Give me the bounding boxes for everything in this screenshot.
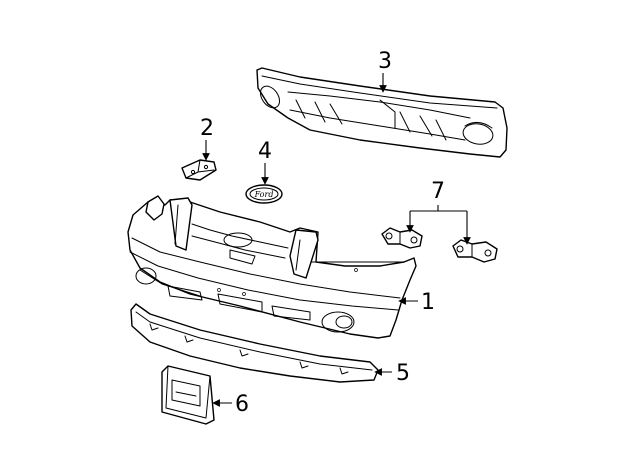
callout-2: 2: [200, 116, 214, 141]
bumper-cover-part: [127, 195, 417, 339]
callout-5: 5: [396, 361, 410, 386]
callout-1: 1: [421, 290, 435, 315]
callout-3: 3: [378, 49, 392, 74]
callout-4: 4: [258, 139, 272, 164]
license-plate-bracket-part: [161, 365, 215, 425]
callout-7: 7: [431, 179, 445, 204]
leader-lines: [202, 73, 471, 407]
grille-part: [256, 67, 508, 158]
callout-labels: 3 2 4 7 1 5 6: [200, 49, 445, 417]
mounting-bracket-right-part: [452, 239, 498, 263]
mounting-bracket-left-part: [381, 227, 423, 249]
emblem-text: Ford: [254, 190, 274, 199]
bracket-part: [181, 159, 217, 181]
callout-6: 6: [235, 392, 249, 417]
ford-emblem-part: Ford: [245, 184, 283, 204]
